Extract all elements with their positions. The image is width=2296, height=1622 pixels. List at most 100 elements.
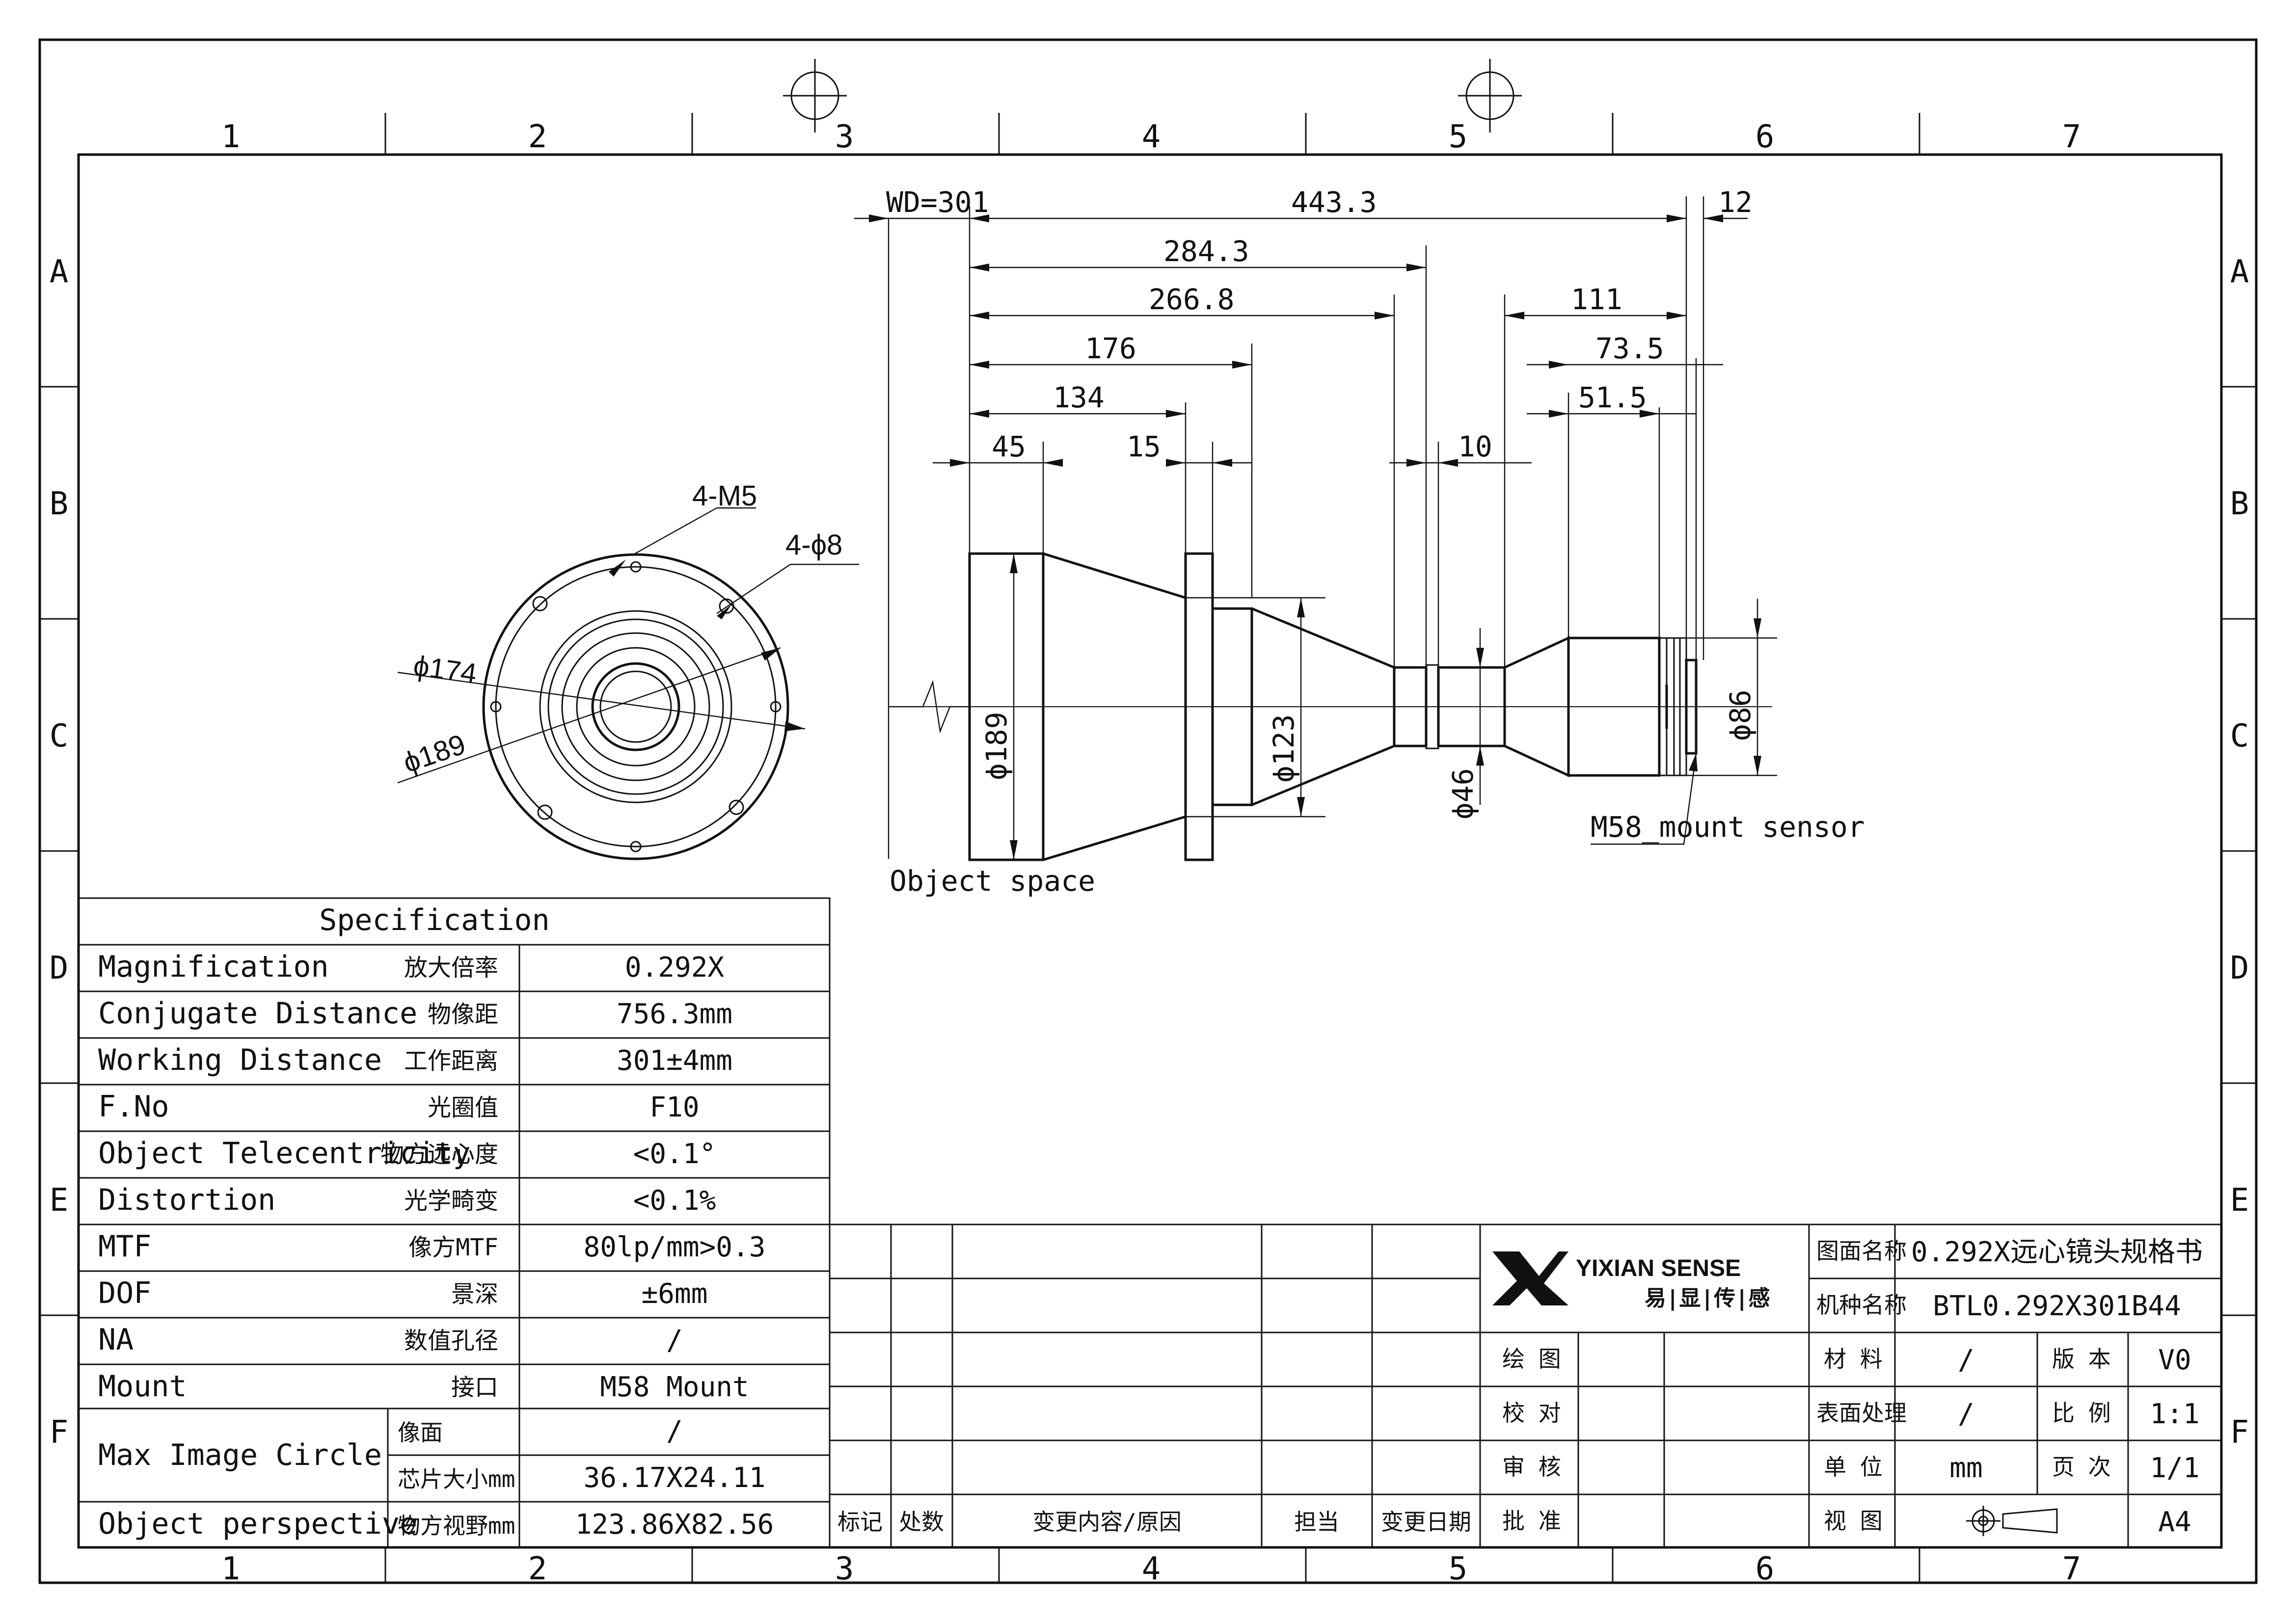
- row-label-right: E: [2230, 1182, 2249, 1219]
- spec-cn: 物方远心度: [380, 1141, 498, 1168]
- row-label-left: E: [50, 1182, 69, 1219]
- dim-284-3: 284.3: [1163, 235, 1249, 268]
- sign-row: 批 准: [1502, 1508, 1561, 1534]
- spec-table: Specification Magnification Conjugate Di…: [78, 897, 831, 1548]
- col-label-top: 2: [528, 119, 547, 155]
- spec-value: 301±4mm: [617, 1045, 732, 1077]
- col-label-top: 1: [221, 119, 241, 155]
- row-label-right: C: [2230, 718, 2249, 754]
- spec-en: Working Distance: [98, 1043, 382, 1077]
- object-space-label: Object space: [890, 864, 1095, 898]
- company-logo: YIXIAN SENSE 易|显|传|感: [1492, 1251, 1770, 1311]
- row-label-left: F: [50, 1414, 69, 1451]
- material-label: 材 料: [1824, 1346, 1883, 1372]
- spec-cn: 接口: [451, 1374, 498, 1401]
- version-value: V0: [2158, 1344, 2191, 1376]
- dim-phi86: ϕ86: [1724, 690, 1757, 741]
- dim-15: 15: [1127, 430, 1161, 463]
- spec-value: /: [666, 1415, 683, 1447]
- spec-value: 0.292X: [625, 952, 725, 984]
- centering-mark-left: [783, 59, 847, 133]
- spec-value: ±6mm: [642, 1278, 708, 1310]
- label-4-phi8: 4-ϕ8: [785, 529, 842, 561]
- label-phi174: ϕ174: [411, 650, 479, 690]
- spec-en: DOF: [98, 1276, 151, 1310]
- unit-value: mm: [1949, 1452, 1982, 1484]
- spec-cn: 光圈值: [428, 1094, 498, 1121]
- row-label-right: B: [2230, 486, 2249, 522]
- dim-45: 45: [992, 430, 1026, 463]
- spec-en: Object perspective: [98, 1507, 417, 1541]
- spec-value: <0.1%: [633, 1185, 716, 1217]
- spec-cn: 像方MTF: [408, 1234, 498, 1261]
- dim-266-8: 266.8: [1149, 283, 1235, 316]
- col-label-top: 3: [835, 119, 854, 155]
- spec-value: 80lp/mm>0.3: [584, 1231, 766, 1263]
- surface-label: 表面处理: [1816, 1400, 1907, 1426]
- dim-phi189: ϕ189: [980, 712, 1013, 780]
- model-label: 机种名称: [1816, 1292, 1907, 1318]
- row-label-right: D: [2230, 950, 2249, 986]
- unit-label: 单 位: [1824, 1454, 1883, 1480]
- label-phi189: ϕ189: [399, 728, 469, 779]
- revision-header: 担当: [1294, 1509, 1339, 1535]
- col-label-top: 5: [1449, 119, 1468, 155]
- row-label-left: A: [50, 254, 69, 290]
- revision-table: 标记 处数 变更内容/原因 担当 变更日期: [830, 1223, 1481, 1547]
- dim-134: 134: [1053, 381, 1105, 414]
- dim-111: 111: [1571, 283, 1622, 316]
- dim-10: 10: [1458, 430, 1492, 463]
- sensor-label: M58_mount sensor: [1591, 810, 1865, 844]
- spec-value: M58 Mount: [600, 1371, 749, 1403]
- spec-value: <0.1°: [633, 1138, 716, 1170]
- spec-en: Mount: [98, 1369, 187, 1404]
- spec-title: Specification: [319, 903, 550, 937]
- model-name: BTL0.292X301B44: [1933, 1290, 2181, 1322]
- spec-value: F10: [649, 1091, 699, 1123]
- spec-en: Max Image Circle: [98, 1438, 382, 1472]
- spec-cn: 景深: [451, 1280, 498, 1308]
- spec-en: Conjugate Distance: [98, 996, 417, 1031]
- col-label-top: 4: [1142, 119, 1161, 155]
- logo-text: YIXIAN SENSE: [1576, 1255, 1741, 1281]
- spec-value: 123.86X82.56: [575, 1509, 774, 1541]
- spec-en: F.No: [98, 1090, 169, 1124]
- spec-value: /: [666, 1325, 683, 1356]
- page-label: 页 次: [2052, 1454, 2111, 1480]
- spec-en: MTF: [98, 1229, 151, 1264]
- col-label-bottom: 4: [1142, 1551, 1161, 1587]
- centering-mark-right: [1458, 59, 1522, 133]
- col-label-top: 7: [2062, 119, 2081, 155]
- col-label-top: 6: [1756, 119, 1775, 155]
- spec-value: 36.17X24.11: [584, 1462, 766, 1494]
- scale-label: 比 例: [2052, 1400, 2111, 1426]
- col-label-bottom: 6: [1756, 1551, 1775, 1587]
- scale-value: 1:1: [2150, 1398, 2199, 1430]
- revision-header: 变更日期: [1381, 1509, 1471, 1535]
- spec-cn: 数值孔径: [404, 1327, 498, 1355]
- row-label-right: A: [2230, 254, 2249, 290]
- dim-73-5: 73.5: [1595, 332, 1664, 365]
- spec-cn: 物像距: [428, 1001, 498, 1028]
- col-label-bottom: 7: [2062, 1551, 2081, 1587]
- spec-cn: 芯片大小mm: [398, 1466, 515, 1492]
- title-block: YIXIAN SENSE 易|显|传|感 图面名称 机种名称 绘 图 校 对 审…: [1480, 1223, 2221, 1547]
- label-4m5: 4-M5: [692, 480, 757, 512]
- side-view: WD=301 443.3 12 284.3 266.8 176 134 45 1…: [854, 186, 1865, 898]
- logo-cn: 易|显|传|感: [1645, 1286, 1770, 1311]
- sign-row: 绘 图: [1502, 1346, 1561, 1372]
- revision-header: 处数: [899, 1509, 944, 1535]
- spec-cn: 工作距离: [404, 1047, 498, 1075]
- projection-symbol-icon: [1966, 1506, 2058, 1536]
- spec-en: NA: [98, 1323, 134, 1357]
- spec-en: Distortion: [98, 1183, 275, 1217]
- spec-cn: 放大倍率: [404, 954, 498, 982]
- spec-cn: 光学畸变: [404, 1187, 498, 1215]
- page-value: 1/1: [2150, 1452, 2199, 1484]
- dim-phi123: ϕ123: [1267, 714, 1300, 783]
- dim-443-3: 443.3: [1291, 186, 1377, 219]
- dim-phi46: ϕ46: [1446, 768, 1480, 820]
- drawing-name: 0.292X远心镜头规格书: [1911, 1236, 2203, 1268]
- col-label-bottom: 2: [528, 1551, 547, 1587]
